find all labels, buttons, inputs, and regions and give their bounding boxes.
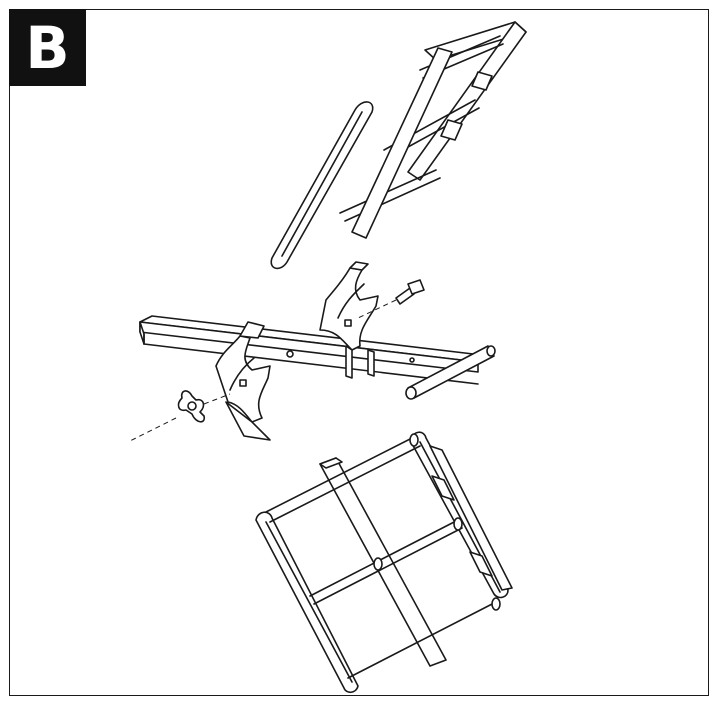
- wing-nut: [127, 390, 231, 443]
- right-bracket: [319, 261, 379, 379]
- bottom-frame-rung-1: [265, 435, 417, 513]
- pin: [405, 345, 496, 400]
- left-bracket: [215, 321, 271, 441]
- bottom-frame-rung-2: [309, 519, 459, 597]
- diagram-frame: [9, 9, 709, 696]
- bottom-ladder-frame: [255, 431, 513, 694]
- bolt: [357, 279, 425, 319]
- bottom-frame-rung-3: [347, 601, 497, 679]
- left-bracket-plate: [215, 335, 271, 423]
- top-frame-right-rail: [407, 21, 527, 181]
- step-label-badge: B: [9, 9, 86, 86]
- right-bracket-plate: [319, 267, 379, 351]
- top-frame-center-rail: [351, 47, 453, 239]
- step-label: B: [25, 13, 70, 82]
- bottom-frame-center-rail: [319, 457, 447, 667]
- top-ladder-frame: [270, 21, 527, 270]
